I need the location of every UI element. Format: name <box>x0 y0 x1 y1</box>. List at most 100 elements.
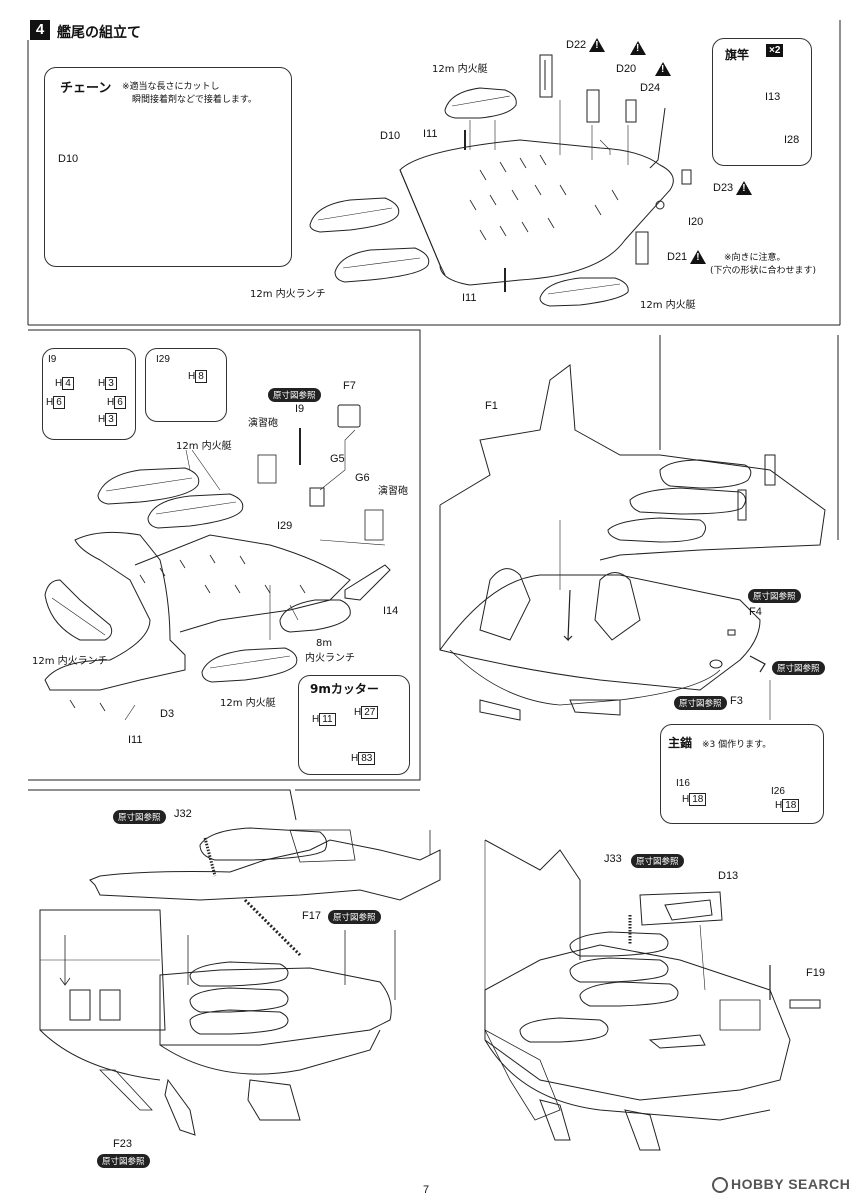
full-size-ref-badge: 原寸図参照 <box>674 696 727 710</box>
warning-icon <box>630 41 646 55</box>
part-i11-bottom: I11 <box>462 292 477 304</box>
qty-badge: ×2 <box>766 44 784 57</box>
part-i28: I28 <box>784 134 800 146</box>
part-f23: F23 <box>113 1138 132 1150</box>
warning-icon <box>655 62 671 76</box>
h-label: H <box>351 753 359 764</box>
chain-note-2: 瞬間接着剤などで接着します。 <box>132 95 257 105</box>
step-title: 艦尾の組立て <box>57 25 141 41</box>
watermark: HOBBY SEARCH <box>712 1176 850 1194</box>
watermark-logo-icon <box>712 1177 728 1194</box>
part-f17: F17 <box>302 910 321 922</box>
h-label: H <box>107 397 115 408</box>
warning-d20 <box>627 41 646 55</box>
h18-num: 18 <box>689 793 707 806</box>
part-i16: I16 <box>676 778 690 789</box>
part-d23: D23 <box>713 181 753 195</box>
cutter-title: 9mカッター <box>310 682 379 696</box>
h-label: H <box>354 707 362 718</box>
part-i9: I9 <box>295 403 305 415</box>
flagpole-box <box>712 38 812 166</box>
launch-12m-label: 12m 内火ランチ <box>250 289 326 300</box>
h-label: H <box>98 414 106 425</box>
h3-num: 3 <box>105 413 117 426</box>
full-size-ref-badge: 原寸図参照 <box>772 661 825 675</box>
h6-num: 6 <box>53 396 65 409</box>
part-i11-mid: I11 <box>128 734 143 746</box>
part-i13: I13 <box>765 91 781 103</box>
full-size-ref-badge: 原寸図参照 <box>631 854 684 868</box>
warning-icon <box>589 38 606 52</box>
full-size-ref-badge: 原寸図参照 <box>328 910 381 924</box>
full-size-ref-badge: 原寸図参照 <box>268 388 321 402</box>
part-d3: D3 <box>160 708 175 720</box>
h3-num: 3 <box>105 377 117 390</box>
drill-gun-label-right: 演習砲 <box>378 486 408 497</box>
anchor-note: ※3 個作ります。 <box>702 740 772 750</box>
part-i11-top: I11 <box>423 128 438 140</box>
full-size-ref-badge: 原寸図参照 <box>113 810 166 824</box>
step-number: 4 <box>30 20 50 40</box>
part-d21: D21 <box>667 250 707 264</box>
part-d24: D24 <box>640 82 660 94</box>
launch-12m-label-mid: 12m 内火ランチ <box>32 656 108 667</box>
h11-num: 11 <box>319 713 336 726</box>
part-i26: I26 <box>771 786 785 797</box>
i29-detail-box <box>145 348 227 422</box>
h8-num: 8 <box>195 370 207 383</box>
part-d22-label: D22 <box>566 38 587 51</box>
boat-12m-label-mid: 12m 内火艇 <box>176 441 232 452</box>
d21-note-2: (下穴の形状に合わせます) <box>710 266 817 276</box>
chain-note-1: ※適当な長さにカットし <box>122 82 220 92</box>
part-g6: G6 <box>355 472 370 484</box>
flagpole-title: 旗竿 <box>725 48 750 62</box>
part-d21-label: D21 <box>667 250 688 263</box>
part-i20: I20 <box>688 216 704 228</box>
part-d10-chain: D10 <box>58 153 79 165</box>
part-j32: J32 <box>174 808 192 820</box>
h6-num: 6 <box>114 396 126 409</box>
boat-12m-label-mid-bottom: 12m 内火艇 <box>220 698 276 709</box>
page-number: 7 <box>423 1184 430 1196</box>
h-label: H <box>312 714 320 725</box>
h83-num: 83 <box>358 752 376 765</box>
part-d13: D13 <box>718 870 739 882</box>
h-label: H <box>55 378 63 389</box>
launch-8m-label-2: 内火ランチ <box>305 653 355 664</box>
main-anchor-box <box>660 724 824 824</box>
d21-note-1: ※向きに注意。 <box>724 253 786 263</box>
i29-box-title: I29 <box>156 354 170 365</box>
h18-num: 18 <box>782 799 800 812</box>
h-label: H <box>46 397 54 408</box>
part-f7: F7 <box>343 380 356 392</box>
part-g5: G5 <box>330 453 345 465</box>
full-size-ref-badge: 原寸図参照 <box>748 589 801 603</box>
warning-icon <box>736 181 753 195</box>
h4-num: 4 <box>62 377 74 390</box>
part-j33: J33 <box>604 853 622 865</box>
part-i29: I29 <box>277 520 293 532</box>
h-label: H <box>682 794 690 805</box>
part-d20-label: D20 <box>616 63 637 75</box>
chain-title: チェーン <box>60 81 112 96</box>
part-d24-label: D24 <box>640 82 661 94</box>
part-d10: D10 <box>380 130 401 142</box>
part-f3: F3 <box>730 695 743 707</box>
i9-detail-box <box>42 348 136 440</box>
h27-num: 27 <box>361 706 379 719</box>
i9-box-title: I9 <box>48 354 57 365</box>
full-size-ref-badge: 原寸図参照 <box>97 1154 150 1168</box>
warning-icon <box>690 250 707 264</box>
